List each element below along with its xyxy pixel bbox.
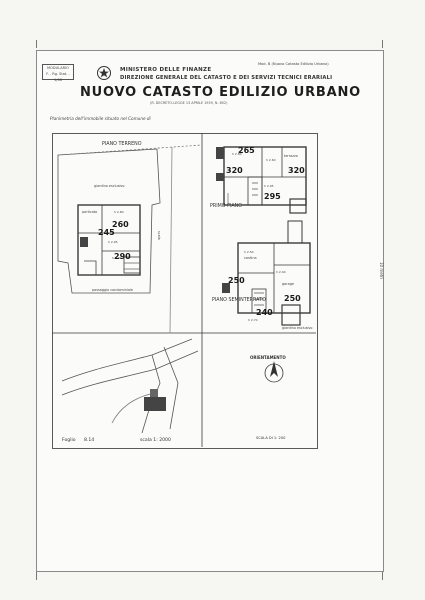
stair-block: [216, 173, 224, 181]
label-cellar: cantina: [244, 256, 257, 260]
stair-block: [222, 283, 230, 293]
label-passage: passaggio condominiale: [92, 288, 133, 292]
label-garden-2: giardino esclusivo: [282, 326, 313, 330]
crop-mark: [36, 572, 37, 580]
stair: [84, 260, 97, 275]
height-label: h 2.50: [244, 250, 254, 254]
republic-emblem-icon: [97, 66, 111, 80]
handwritten-number: 265: [238, 146, 255, 155]
model-label: Mod. B (Nuovo Catasto Edilizio Urbano): [258, 62, 329, 66]
label-stair: scala: [157, 231, 161, 240]
plan-frame: [52, 133, 318, 449]
document-sheet: [36, 50, 384, 572]
height-label: h 2.80: [232, 152, 242, 156]
balcony: [289, 198, 307, 214]
document-title: NUOVO CATASTO EDILIZIO URBANO: [80, 85, 362, 100]
handwritten-number: 260: [112, 220, 129, 229]
ground-building: [77, 204, 141, 276]
stamp-line-1: MODULARIO: [47, 66, 69, 70]
floor-label-semi: PIANO SEMINTERRATO: [212, 297, 266, 303]
decree-reference: (R. DECRETO-LEGGE 13 APRILE 1939, N. 652…: [150, 101, 228, 105]
stair-block: [216, 147, 224, 159]
sheet-number: 8.14: [84, 437, 94, 443]
handwritten-number: 240: [256, 308, 273, 317]
floor-label-first: PRIMO PIANO: [210, 203, 242, 209]
stair-steps: [254, 292, 264, 306]
map-road: [61, 338, 193, 382]
map-highlighted-parcel: [144, 397, 166, 411]
room: [247, 176, 263, 206]
scale-side-label: 10 metri: [379, 262, 384, 280]
floor-plan-drawing: PIANO TERRENO PRIMO PIANO PIANO SEMINTER…: [52, 133, 316, 447]
floor-label-ground: PIANO TERRENO: [102, 141, 142, 147]
height-label: h 2.60: [266, 158, 276, 162]
ministry-name: MINISTERO DELLE FINANZE: [120, 67, 212, 73]
drawing-scale: SCALA DI 1: 200: [256, 436, 286, 440]
map-building: [150, 389, 158, 397]
handwritten-number: 245: [98, 228, 115, 237]
orientation-label: ORIENTAMENTO: [250, 355, 286, 360]
crop-mark: [382, 40, 383, 48]
ground-floor-outline: [57, 148, 161, 294]
map-scale: scala 1: 2000: [140, 437, 171, 443]
height-label: h 2.40: [276, 270, 286, 274]
plan-heading: Planimetria dell'immobile situato nel Co…: [50, 116, 151, 121]
garden-boundary: [57, 144, 203, 156]
crop-mark: [382, 572, 383, 580]
height-label: h 2.95: [108, 240, 118, 244]
height-label: h 2.80: [114, 210, 124, 214]
direction-name: DIREZIONE GENERALE DEL CATASTO E DEI SER…: [120, 75, 333, 81]
label-garden: giardino esclusivo: [94, 184, 125, 188]
height-label: h 2.70: [248, 318, 258, 322]
label-garage: garage: [282, 282, 294, 286]
north-arrow-head: [270, 361, 278, 377]
crop-mark: [36, 40, 37, 48]
map-road: [61, 350, 199, 396]
height-label: h 2.90: [112, 256, 122, 260]
wall: [227, 193, 242, 206]
room: [287, 220, 303, 244]
stamp-line-2: F. - Rg. Stat. - 1/66: [46, 72, 70, 82]
room: [251, 288, 267, 314]
handwritten-number: 250: [284, 294, 301, 303]
hatched-room: [123, 256, 141, 274]
path-line: [169, 146, 173, 334]
modulario-stamp: MODULARIO F. - Rg. Stat. - 1/66: [42, 64, 74, 82]
handwritten-number: 250: [228, 276, 245, 285]
handwritten-number: 295: [264, 192, 281, 201]
label-porticato: porticato: [82, 210, 97, 214]
stair-steps: [252, 182, 258, 196]
handwritten-number: 320: [288, 166, 305, 175]
stair-block: [80, 237, 88, 247]
room: [281, 304, 301, 326]
label-terrace: terrazzo: [284, 154, 298, 158]
handwritten-number: 290: [114, 252, 131, 261]
map-road: [163, 346, 179, 430]
height-label: h 2.95: [264, 184, 274, 188]
handwritten-number: 320: [226, 166, 243, 175]
hatch: [124, 262, 140, 270]
sheet-label: Foglio: [62, 437, 76, 443]
